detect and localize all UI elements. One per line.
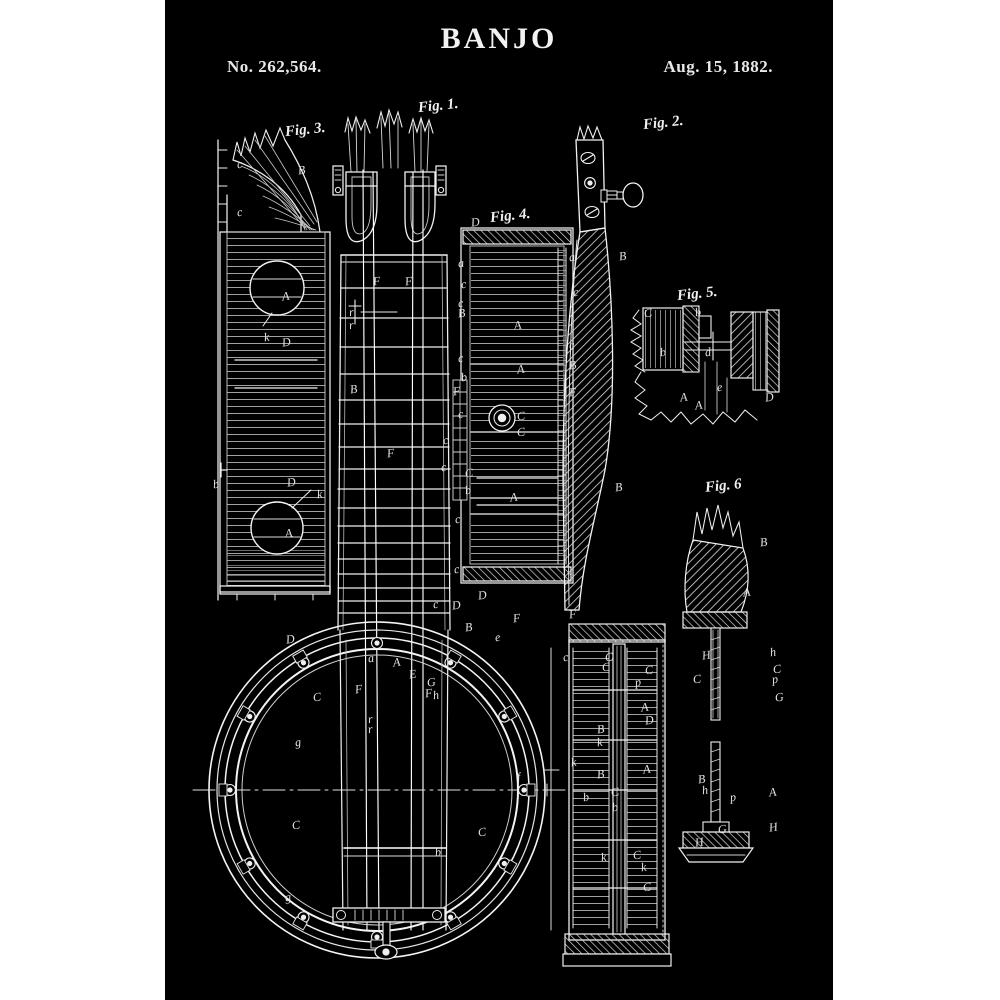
reference-letter: D (285, 474, 297, 490)
reference-letter: H (700, 647, 712, 663)
fig2-drawing (562, 124, 644, 611)
patent-number: No. 262,564. (227, 57, 322, 76)
fig5-drawing (630, 305, 780, 425)
reference-letter: D (280, 334, 292, 350)
fig2-rim-section (544, 623, 672, 967)
fig1-drum (192, 621, 566, 960)
reference-letter: D (763, 389, 775, 405)
reference-letter: H (767, 819, 779, 835)
rim-brackets (218, 636, 536, 949)
fig3-drawing (217, 126, 331, 601)
reference-letter: H (693, 834, 705, 850)
reference-letter: D (643, 712, 655, 728)
fig4-drawing (452, 227, 574, 584)
patent-poster: BANJO No. 262,564. Aug. 15, 1882. (165, 0, 833, 1000)
reference-letter: G (773, 689, 785, 705)
page-title: BANJO (440, 22, 558, 55)
reference-letter: D (284, 631, 296, 647)
patent-drawing (192, 108, 780, 967)
reference-letter: D (450, 597, 462, 613)
reference-letter: D (476, 587, 488, 603)
fig1-neck (337, 169, 451, 931)
fig1-peghead (332, 108, 447, 243)
fig6-drawing (677, 504, 755, 863)
reference-letter: G (716, 821, 728, 837)
patent-date: Aug. 15, 1882. (663, 57, 773, 76)
reference-letter: D (469, 214, 481, 230)
